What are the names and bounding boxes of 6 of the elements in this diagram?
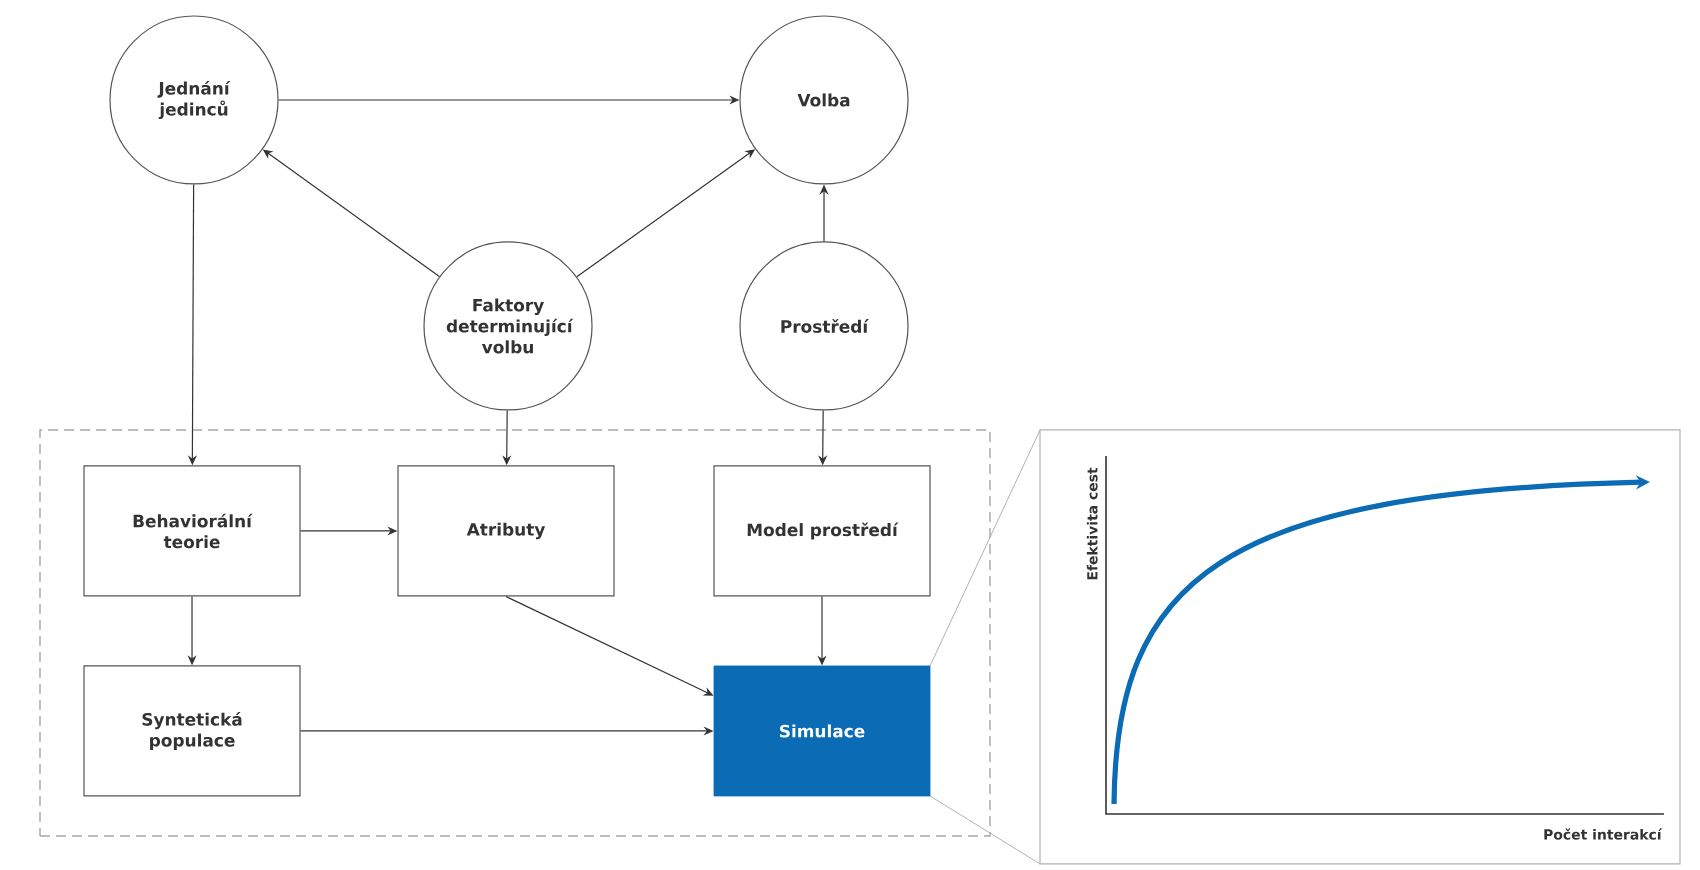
simulation-box: Simulace <box>713 665 931 797</box>
group-frame <box>39 429 991 837</box>
process-box: Model prostředí <box>713 465 931 597</box>
process-box: Syntetická populace <box>83 665 301 797</box>
process-box: Behaviorální teorie <box>83 465 301 597</box>
process-box: Atributy <box>397 465 615 597</box>
